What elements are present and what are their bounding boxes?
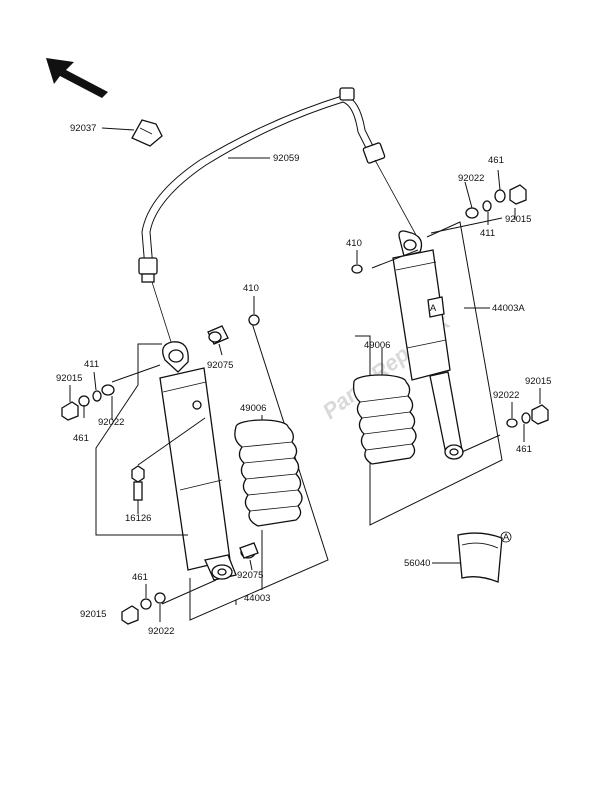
label-92022-top-right: 92022 [458, 173, 484, 184]
left-bottom-hardware [121, 542, 259, 625]
front-arrow-icon [46, 58, 108, 98]
left-dust-boot-49006 [234, 415, 303, 527]
label-92075-top: 92075 [207, 360, 233, 371]
leader-lines [228, 157, 490, 605]
label-16126: 16126 [125, 513, 151, 524]
left-top-hardware [207, 296, 260, 356]
clip-92037 [101, 119, 163, 147]
decal-56040: A [432, 531, 512, 583]
label-49006-left: 49006 [240, 403, 266, 414]
label-461-left: 461 [73, 433, 89, 444]
hose-92059 [138, 87, 386, 283]
label-92015-top-right: 92015 [505, 214, 531, 225]
left-side-hardware [61, 371, 115, 421]
right-bracket-lines [355, 217, 503, 526]
right-dust-boot-49006 [352, 348, 417, 465]
label-410-right: 410 [346, 238, 362, 249]
marker-a-decal: A [503, 532, 510, 543]
label-49006-right: 49006 [364, 340, 390, 351]
label-411-top-right: 411 [480, 228, 495, 239]
label-92059: 92059 [273, 153, 299, 164]
label-92015-right: 92015 [525, 376, 551, 387]
label-44003A: 44003A [492, 303, 525, 314]
label-461-top-right: 461 [488, 155, 504, 166]
left-shock-absorber [151, 281, 237, 581]
right-top-hardware [351, 169, 527, 274]
label-92022-left: 92022 [98, 417, 124, 428]
label-92015-left: 92015 [56, 373, 82, 384]
label-44003: 44003 [244, 593, 270, 604]
right-lower-hardware [506, 388, 549, 442]
bolt-16126 [131, 465, 145, 514]
label-411-left: 411 [84, 359, 99, 370]
label-56040: 56040 [404, 558, 430, 569]
label-92015-bottom-left: 92015 [80, 609, 106, 620]
label-92022-right: 92022 [493, 390, 519, 401]
label-92022-bottom-left: 92022 [148, 626, 174, 637]
label-92075-bottom: 92075 [237, 570, 263, 581]
label-461-bottom-left: 461 [132, 572, 148, 583]
label-92037: 92037 [70, 123, 96, 134]
marker-a-badge: A [430, 303, 437, 314]
right-shock-absorber: A [374, 159, 464, 460]
label-461-right: 461 [516, 444, 532, 455]
label-410-left: 410 [243, 283, 259, 294]
